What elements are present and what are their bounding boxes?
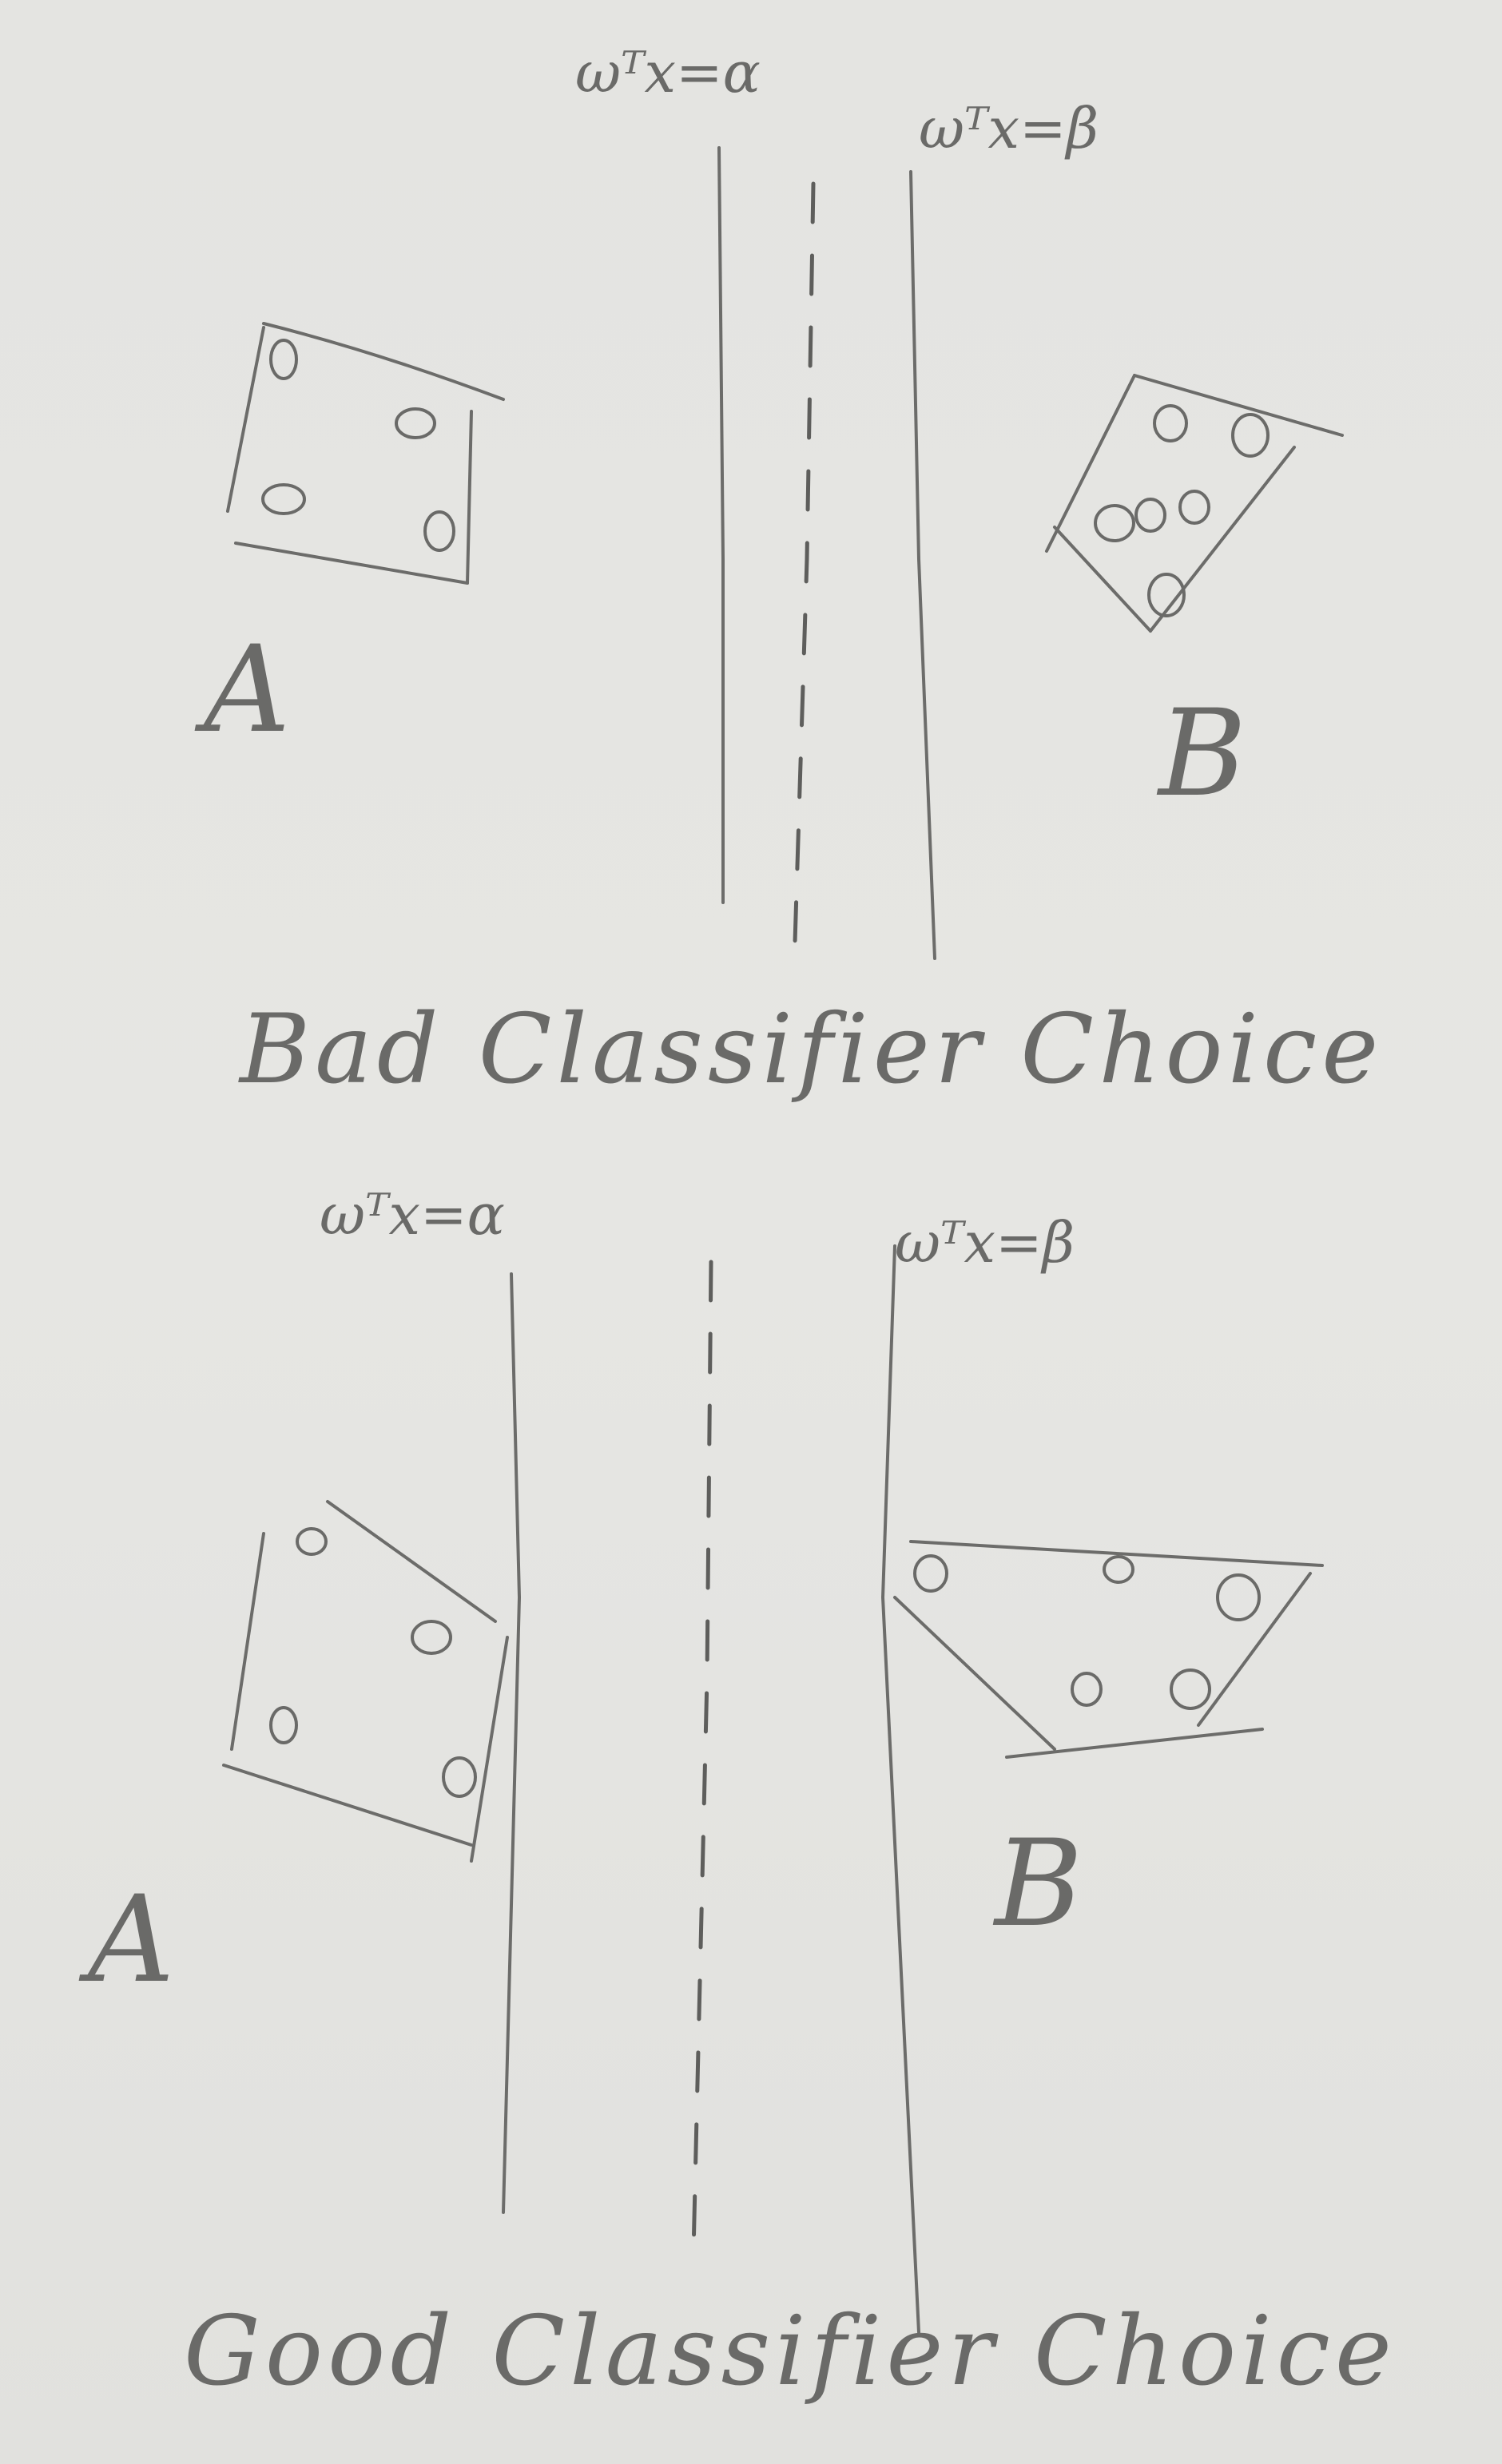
top-a-point	[423, 510, 455, 552]
top-panel: ωᵀx=α ωᵀx=β A	[194, 40, 1383, 1105]
top-class-b-label: B	[1156, 684, 1246, 823]
bottom-a-point	[411, 1620, 452, 1655]
bottom-decision-boundary-dashed	[691, 1260, 713, 2255]
bottom-class-b-cluster	[893, 1540, 1324, 1759]
bottom-b-point	[1216, 1573, 1261, 1621]
bottom-b-point	[1103, 1555, 1134, 1584]
top-class-a-label: A	[194, 621, 290, 760]
bottom-boundary-beta-label: ωᵀx=β	[895, 1210, 1075, 1276]
top-class-a-cluster	[226, 322, 505, 585]
top-decision-boundary-dashed	[793, 181, 816, 945]
top-boundary-alpha-label: ωᵀx=α	[575, 40, 761, 105]
top-caption: Bad Classifier Choice	[238, 994, 1383, 1105]
top-beta-line	[909, 170, 936, 960]
bottom-panel: ωᵀx=α ωᵀx=β A B	[78, 1182, 1397, 2407]
top-b-point	[1153, 404, 1188, 442]
bottom-b-point	[1170, 1668, 1211, 1710]
top-b-point	[1231, 413, 1270, 458]
top-b-point	[1178, 490, 1210, 525]
bottom-a-point	[296, 1527, 328, 1556]
top-b-point	[1147, 573, 1186, 617]
bottom-alpha-line	[502, 1272, 521, 2214]
top-a-point	[269, 339, 298, 380]
bottom-boundary-alpha-label: ωᵀx=α	[320, 1182, 505, 1248]
top-a-point	[261, 483, 306, 515]
top-boundary-beta-label: ωᵀx=β	[919, 96, 1099, 161]
top-b-point	[1134, 498, 1166, 533]
bottom-class-a-label: A	[78, 1871, 174, 2010]
bottom-b-point	[913, 1554, 948, 1593]
bottom-a-point	[269, 1706, 298, 1744]
top-alpha-line	[717, 146, 725, 904]
bottom-class-a-cluster	[222, 1500, 509, 1863]
top-class-b-cluster	[1045, 374, 1344, 633]
bottom-caption: Good Classifier Choice	[184, 2296, 1397, 2407]
bottom-a-point	[442, 1756, 477, 1798]
bottom-class-b-label: B	[992, 1815, 1083, 1954]
top-b-point	[1094, 504, 1135, 542]
bottom-b-point	[1071, 1672, 1103, 1707]
top-a-point	[395, 407, 436, 439]
bottom-beta-line	[881, 1244, 920, 2334]
